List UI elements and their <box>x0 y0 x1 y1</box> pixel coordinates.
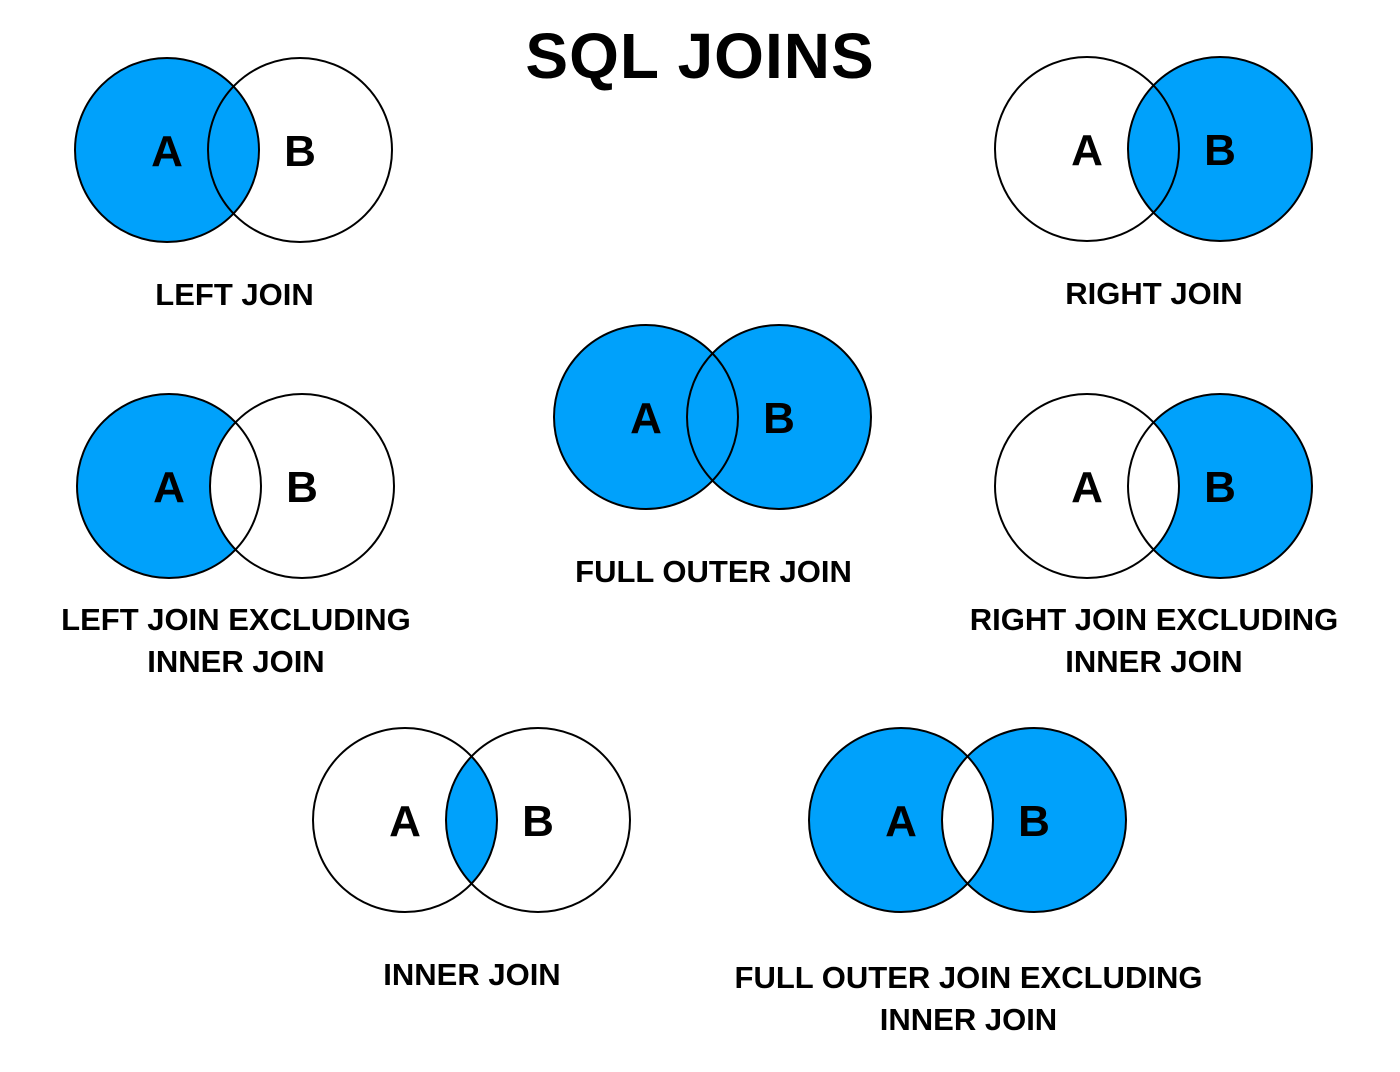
join-label: RIGHT JOIN <box>1065 273 1242 315</box>
set-a-label: A <box>630 394 662 443</box>
circle-a-outline <box>993 393 1180 579</box>
join-label: FULL OUTER JOIN <box>575 551 852 593</box>
region-a-only <box>312 728 497 912</box>
set-a-label: A <box>1071 126 1103 175</box>
set-a-label: A <box>885 797 917 846</box>
join-label: LEFT JOIN EXCLUDING INNER JOIN <box>61 599 411 683</box>
region-a-only <box>75 58 259 242</box>
set-a-label: A <box>1071 463 1103 512</box>
circle-b-outline <box>1126 56 1313 242</box>
circle-b-outline <box>941 727 1127 913</box>
join-label-line: INNER JOIN <box>147 644 325 679</box>
join-label: LEFT JOIN <box>155 274 313 316</box>
join-label-line: LEFT JOIN <box>155 277 314 312</box>
region-a-only <box>76 394 261 578</box>
region-a-only <box>994 57 1179 241</box>
region-a-only <box>809 728 993 912</box>
set-a-label: A <box>153 463 185 512</box>
region-b-only <box>208 58 392 242</box>
set-a-label: A <box>389 797 421 846</box>
join-label-line: INNER JOIN <box>1065 644 1243 679</box>
region-b-only <box>209 394 394 578</box>
region-a-only <box>994 394 1179 578</box>
region-b-only <box>942 728 1126 912</box>
join-label-line: FULL OUTER JOIN EXCLUDING <box>734 960 1203 995</box>
join-label: INNER JOIN <box>383 954 560 996</box>
set-b-label: B <box>1204 126 1236 175</box>
set-b-label: B <box>1204 463 1236 512</box>
region-b-only <box>687 325 871 509</box>
join-label-line: RIGHT JOIN <box>1065 276 1243 311</box>
join-label-line: LEFT JOIN EXCLUDING <box>61 602 411 637</box>
set-b-label: B <box>522 797 554 846</box>
set-b-label: B <box>1018 797 1050 846</box>
circle-b-outline <box>444 727 631 913</box>
circle-a-outline <box>74 57 260 243</box>
region-a-only <box>554 325 738 509</box>
circle-a-outline <box>553 324 739 510</box>
circle-b-outline <box>207 57 393 243</box>
join-label-line: FULL OUTER JOIN <box>575 554 852 589</box>
circle-b-outline <box>1126 393 1313 579</box>
region-b-only <box>1127 57 1312 241</box>
circle-a-outline <box>75 393 262 579</box>
circle-a-outline <box>993 56 1180 242</box>
region-b-only <box>445 728 630 912</box>
set-b-label: B <box>284 127 316 176</box>
circle-a-outline <box>311 727 498 913</box>
join-label-line: INNER JOIN <box>383 957 561 992</box>
set-a-label: A <box>151 127 183 176</box>
circle-b-outline <box>686 324 872 510</box>
join-label-line: RIGHT JOIN EXCLUDING <box>969 602 1339 637</box>
page-title: SQL JOINS <box>525 20 875 92</box>
region-b-only <box>1127 394 1312 578</box>
join-label: FULL OUTER JOIN EXCLUDING INNER JOIN <box>735 957 1203 1041</box>
circle-b-outline <box>208 393 395 579</box>
join-label-line: INNER JOIN <box>879 1002 1058 1037</box>
set-b-label: B <box>286 463 318 512</box>
join-label: RIGHT JOIN EXCLUDING INNER JOIN <box>970 599 1339 683</box>
set-b-label: B <box>763 394 795 443</box>
circle-a-outline <box>808 727 994 913</box>
